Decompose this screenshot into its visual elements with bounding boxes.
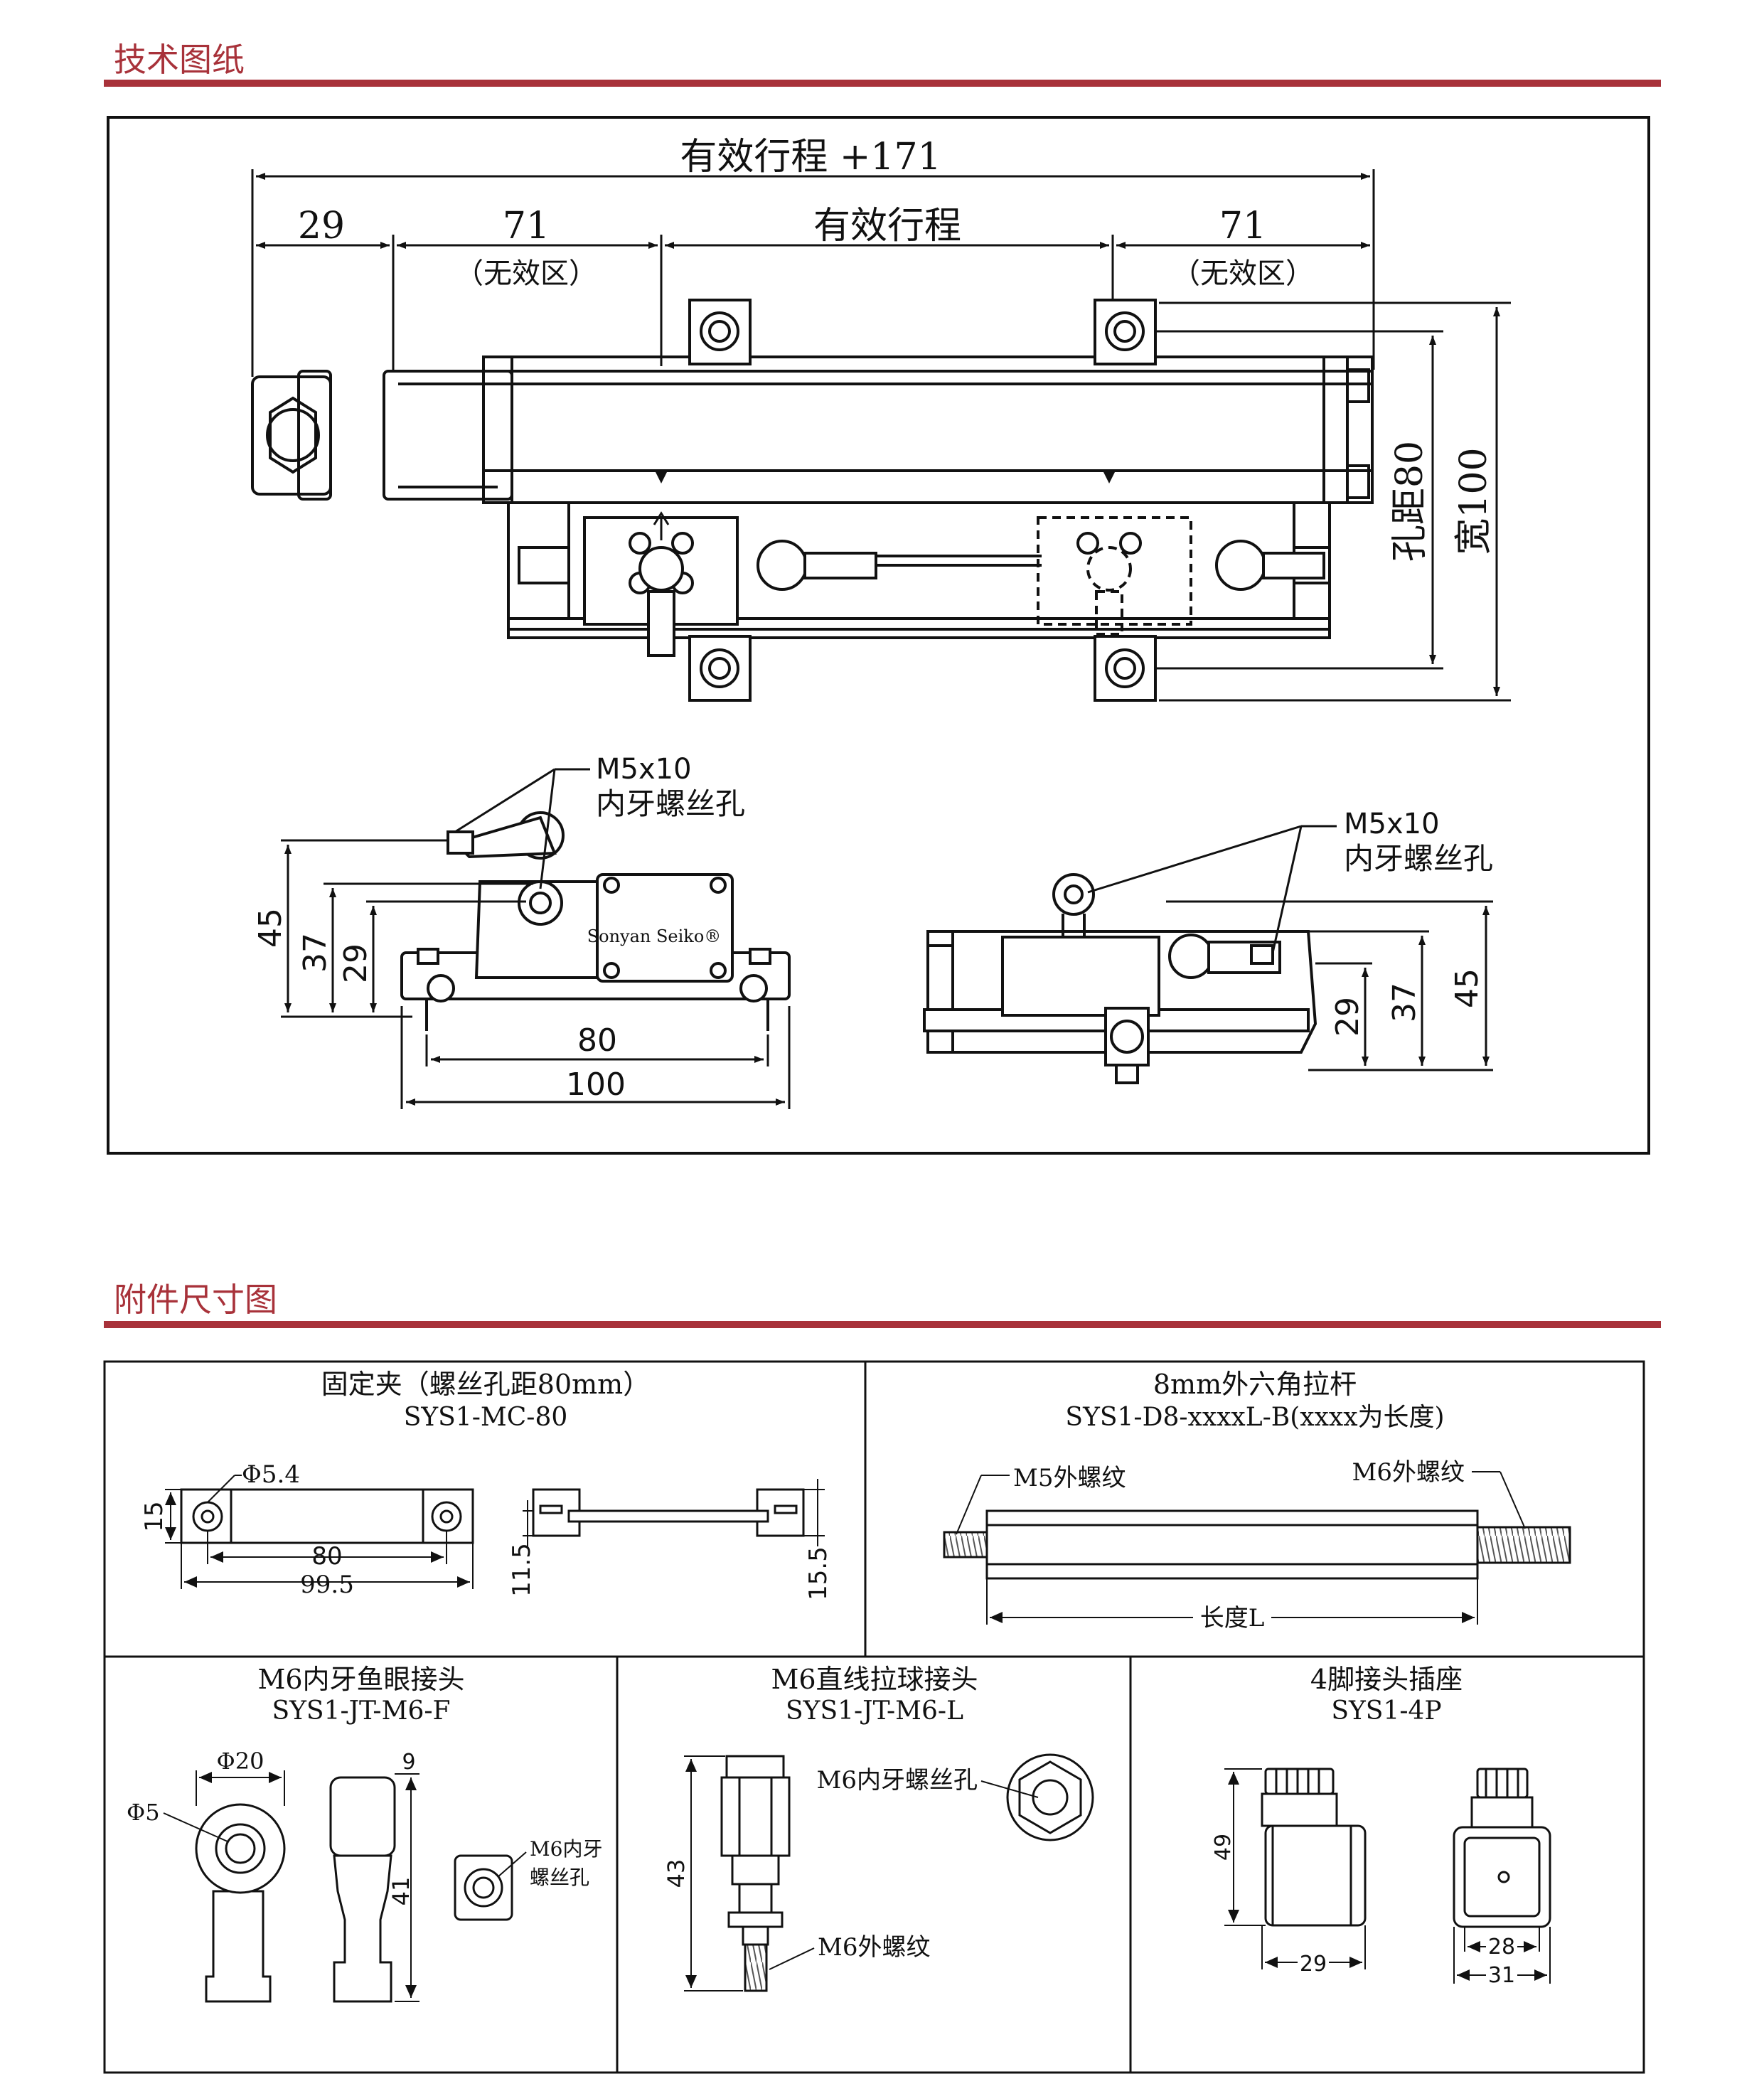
- rod-length: 长度L: [1200, 1604, 1265, 1632]
- side-left-callout-2: 内牙螺丝孔: [596, 786, 745, 821]
- brand-label: Sonyan Seiko®: [587, 926, 722, 946]
- rod-end-thread-leader: [497, 1851, 527, 1878]
- clamp-w99: 99.5: [300, 1571, 354, 1599]
- rod-end-title: M6内牙鱼眼接头: [257, 1664, 464, 1695]
- dim-right-vertical: [1155, 301, 1511, 702]
- rod-end-d5: Φ5: [127, 1799, 160, 1826]
- total-stroke-label: 有效行程 +171: [680, 136, 941, 178]
- rod-end-front-dims: [163, 1770, 285, 1842]
- clamp-hole-label: Φ5.4: [242, 1460, 300, 1489]
- rod-right-thread: M6外螺纹: [1352, 1458, 1465, 1487]
- clamp-t15: 15.5: [804, 1546, 833, 1600]
- socket-w29-bg: [1298, 1952, 1329, 1974]
- rod-end-code: SYS1-JT-M6-F: [272, 1696, 450, 1726]
- ball-joint-title: M6直线拉球接头: [771, 1664, 978, 1695]
- clamp-w80: 80: [311, 1542, 342, 1571]
- ball-joint-h43: 43: [663, 1859, 690, 1888]
- drawing-section-rule: [104, 80, 1661, 87]
- side-right-callout-1: M5x10: [1344, 808, 1440, 840]
- ball-joint-dims: [684, 1755, 815, 1991]
- side-left-h29: 29: [338, 943, 374, 983]
- carriage-dashed: [1037, 516, 1192, 636]
- rod-end-front: [195, 1803, 286, 2003]
- side-view-left: [400, 811, 791, 1031]
- side-right-h37: 37: [1386, 983, 1423, 1022]
- side-left-dims: [281, 768, 791, 1109]
- dead-zone-left-label: 71: [503, 205, 550, 247]
- ball-joint-code: SYS1-JT-M6-L: [786, 1696, 963, 1726]
- rod-end-h41: 41: [387, 1877, 415, 1906]
- carriage-marker-left: [656, 472, 667, 483]
- side-left-h45: 45: [252, 908, 289, 948]
- dim-total-stroke: [251, 169, 1375, 377]
- dead-zone-left-note: （无效区）: [455, 257, 597, 290]
- side-right-h29: 29: [1330, 997, 1366, 1037]
- accessory-section-rule: [104, 1321, 1661, 1328]
- mounting-lugs: [688, 299, 1157, 702]
- rod-end-side: [329, 1776, 396, 2003]
- drawing-frame: [107, 116, 1650, 1155]
- rod-left-thread: M5外螺纹: [1013, 1464, 1126, 1492]
- clamp-side-view: [532, 1488, 805, 1537]
- socket-w28: 28: [1488, 1935, 1515, 1959]
- hole-pitch-label: 孔距80: [1389, 441, 1431, 562]
- stroke-label: 有效行程: [813, 205, 961, 247]
- dead-zone-right-note: （无效区）: [1172, 257, 1314, 290]
- rod-end-w9: 9: [402, 1750, 415, 1775]
- side-left-w100: 100: [566, 1066, 626, 1103]
- clamp-top-view: [180, 1488, 474, 1544]
- clamp-dims: [165, 1475, 474, 1589]
- dim-row-two: [256, 235, 1370, 370]
- rod-end-thread-2: 螺丝孔: [530, 1866, 589, 1889]
- carriage-solid: [583, 511, 1042, 657]
- side-view-right: [923, 873, 1317, 1084]
- clamp-h15: 15: [140, 1501, 169, 1531]
- socket-side: [1261, 1768, 1367, 1927]
- rod-code: SYS1-D8-xxxxL-B(xxxx为长度): [1065, 1403, 1444, 1432]
- socket-front: [1453, 1768, 1551, 1928]
- side-left-h37: 37: [297, 933, 333, 973]
- socket-code: SYS1-4P: [1331, 1696, 1441, 1726]
- carriage-marker-right: [1103, 472, 1115, 483]
- clamp-title: 固定夹（螺丝孔距80mm）: [321, 1369, 650, 1400]
- clamp-code: SYS1-MC-80: [404, 1403, 568, 1432]
- rod-title: 8mm外六角拉杆: [1153, 1369, 1357, 1400]
- side-right-dims: [1087, 825, 1493, 1071]
- socket-h49: 49: [1211, 1834, 1236, 1861]
- rod-length-bg: [1193, 1603, 1271, 1633]
- socket-w28-bg: [1486, 1935, 1517, 1957]
- side-left-callout-1: M5x10: [596, 753, 692, 786]
- accessory-section-title: 附件尺寸图: [114, 1280, 277, 1319]
- side-right-h45: 45: [1449, 968, 1485, 1008]
- carriage-dashed-ball: [1076, 532, 1325, 591]
- left-end-label: 29: [298, 205, 345, 247]
- socket-w31: 31: [1488, 1963, 1515, 1988]
- sensor-top-view: [251, 355, 1374, 639]
- side-left-w80: 80: [577, 1022, 617, 1059]
- rod-end-d20: Φ20: [217, 1748, 264, 1775]
- ball-joint-drawing: [720, 1755, 791, 1992]
- socket-title: 4脚接头插座: [1310, 1664, 1463, 1695]
- rod-end-thread-view: [454, 1854, 513, 1921]
- ball-joint-inner: M6内牙螺丝孔: [817, 1766, 978, 1795]
- clamp-t11: 11.5: [508, 1543, 536, 1597]
- socket-w29: 29: [1300, 1952, 1327, 1977]
- ball-joint-inner-leader: [980, 1780, 1039, 1798]
- rod-end-thread-1: M6内牙: [530, 1837, 603, 1861]
- drawing-section-title: 技术图纸: [114, 41, 245, 79]
- ball-joint-outer: M6外螺纹: [818, 1933, 930, 1962]
- socket-w31-bg: [1486, 1964, 1517, 1985]
- ball-joint-end-view: [1006, 1753, 1094, 1841]
- side-right-callout-2: 内牙螺丝孔: [1344, 841, 1493, 876]
- width-label: 宽100: [1453, 447, 1495, 555]
- clamp-side-dims: [523, 1479, 825, 1546]
- accessory-table: [103, 1360, 1645, 2074]
- rod-end-side-dims: [395, 1773, 419, 2002]
- rod-drawing: [943, 1509, 1571, 1580]
- dead-zone-right-label: 71: [1219, 205, 1266, 247]
